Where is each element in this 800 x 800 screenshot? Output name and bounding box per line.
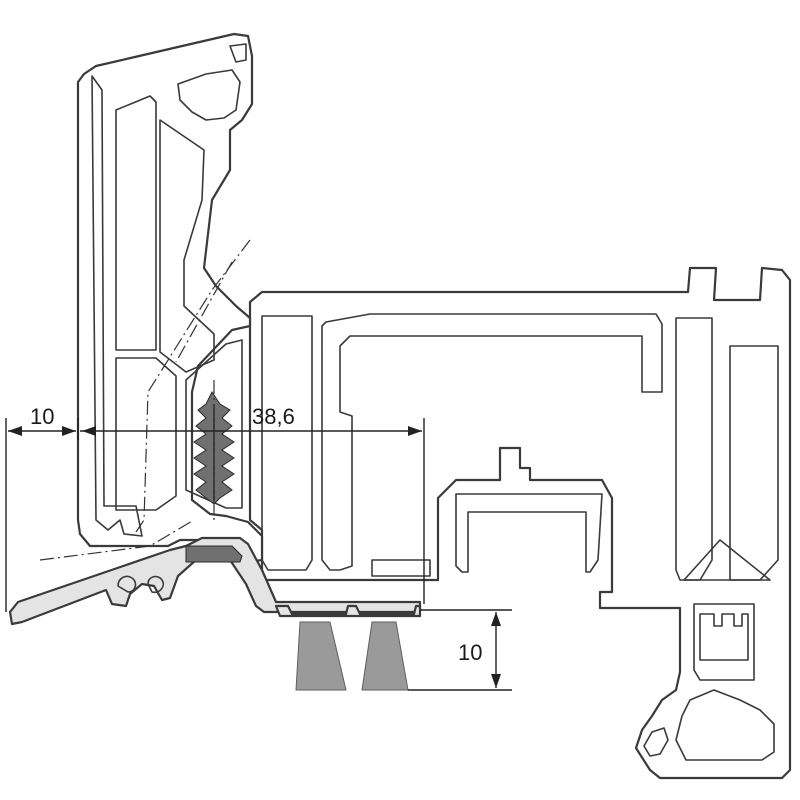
frame-chamber-triangle	[683, 539, 771, 581]
weather-drip-profile	[8, 536, 422, 626]
dimension-label-left-offset: 10	[30, 404, 54, 429]
frame-chamber-upper	[321, 313, 663, 571]
sash-profile	[76, 32, 264, 564]
drip-hook-circle-b	[147, 575, 165, 594]
sash-chamber-lower	[115, 357, 177, 511]
dimension-brush-height: 10	[408, 609, 512, 691]
dimension-left-offset: 10	[5, 404, 79, 612]
brush-right	[361, 621, 409, 691]
rotation-axis	[135, 239, 251, 533]
screw-head-plate	[185, 545, 243, 563]
brush-carrier	[274, 604, 422, 618]
drip-rail	[8, 536, 422, 626]
main-arrow-a	[82, 426, 96, 436]
main-arrow-b	[408, 426, 422, 436]
frame-chamber-foot	[675, 689, 775, 761]
brush-seals	[295, 621, 409, 691]
frame-hook-lower-left	[643, 727, 669, 757]
left-arrow-a	[8, 426, 22, 436]
sash-swing-line	[175, 261, 233, 363]
brush-arrow-b	[491, 674, 501, 688]
sash-chamber-tall	[115, 95, 157, 351]
frame-chamber-mid	[371, 559, 431, 577]
brush-arrow-a	[491, 612, 501, 626]
frame-chamber-comb	[699, 613, 749, 661]
sash-chamber-screw	[185, 339, 243, 509]
dimension-label-main-width: 38,6	[252, 404, 295, 429]
left-arrow-b	[62, 426, 76, 436]
sash-outline	[76, 32, 264, 564]
dimension-main-width: 38,6	[80, 404, 425, 604]
frame-outline	[248, 266, 792, 780]
drip-axis	[39, 519, 195, 561]
frame-profile	[248, 266, 792, 780]
brush-left	[295, 621, 347, 691]
frame-chamber-right-column	[729, 345, 779, 581]
sash-glazing-bead	[177, 69, 241, 121]
axis-lines	[39, 239, 251, 561]
drip-hook-circle-a	[117, 575, 137, 593]
sash-inner-step	[91, 75, 143, 537]
dimension-label-brush-height: 10	[458, 640, 482, 665]
sash-glazing-clip	[229, 43, 247, 63]
frame-chamber-lower	[693, 603, 755, 681]
frame-hook-channel	[455, 493, 603, 573]
